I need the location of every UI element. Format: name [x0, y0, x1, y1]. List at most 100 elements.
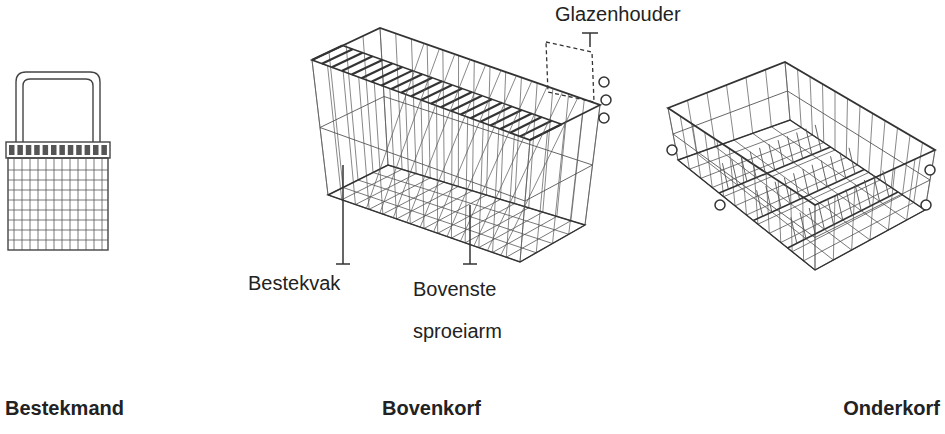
basket-wire — [8, 200, 108, 201]
basket-wire — [8, 190, 108, 191]
basket-body — [8, 158, 108, 250]
part-label: Bovenste sproeiarm — [413, 268, 543, 352]
basket-title: Bovenkorf — [382, 397, 481, 420]
basket-wire — [30, 158, 31, 250]
basket-wire — [54, 158, 55, 250]
basket-wire — [821, 161, 827, 187]
basket-wire — [8, 210, 108, 211]
basket-wire — [474, 87, 547, 246]
basket-wire — [800, 213, 806, 239]
basket-wire — [312, 46, 343, 60]
basket-wire — [831, 156, 837, 182]
cutlery-basket — [6, 72, 110, 250]
basket-wire — [434, 70, 501, 232]
basket-wire — [102, 158, 103, 250]
basket-wire — [343, 46, 562, 125]
basket-wire — [86, 158, 87, 250]
basket-wire — [322, 49, 353, 63]
basket-wire — [778, 140, 784, 166]
basket-wire — [8, 170, 108, 171]
basket-wire — [447, 76, 516, 237]
wheel — [599, 113, 609, 123]
basket-title: Onderkorf — [843, 397, 940, 420]
basket-wire — [791, 217, 797, 243]
basket-wire — [741, 156, 747, 182]
basket-wire — [818, 203, 824, 229]
basket-wire — [461, 99, 492, 114]
basket-wire — [70, 158, 71, 250]
basket-wire — [401, 78, 432, 93]
leader-line — [589, 33, 591, 47]
basket-wire — [883, 171, 889, 197]
basket-wire — [362, 63, 393, 78]
part-label: Bestekvak — [248, 272, 340, 295]
basket-cell — [59, 145, 65, 155]
basket-frame — [312, 28, 600, 140]
basket-cell — [76, 145, 82, 155]
basket-frame — [328, 165, 585, 262]
basket-wire — [94, 158, 95, 250]
basket-wire — [864, 180, 870, 206]
basket-handle — [16, 72, 100, 142]
basket-wire — [732, 159, 738, 185]
basket-wire — [837, 194, 843, 220]
basket-wire — [812, 165, 818, 191]
wheel — [921, 200, 931, 210]
basket-wire — [384, 97, 593, 166]
basket-cell — [26, 145, 32, 155]
wheel — [601, 95, 611, 105]
basket-cell — [43, 145, 49, 155]
basket-wire — [809, 208, 815, 234]
glass-holder-outline — [546, 42, 594, 102]
basket-wire — [380, 49, 440, 213]
wheel — [667, 145, 677, 155]
basket-wire — [22, 158, 23, 250]
leader-lines — [336, 33, 598, 264]
basket-cell — [93, 145, 99, 155]
basket-cell — [9, 145, 15, 155]
basket-wire — [722, 163, 728, 189]
basket-wire — [371, 67, 402, 82]
leader-line — [342, 165, 344, 264]
basket-wire — [815, 180, 930, 238]
basket-wire — [358, 180, 553, 244]
wheel — [925, 165, 935, 175]
basket-wire — [775, 182, 781, 208]
basket-wire — [366, 43, 424, 208]
basket-handle — [23, 79, 93, 142]
basket-wire — [525, 165, 593, 201]
basket-cell — [17, 145, 23, 155]
basket-wire — [78, 158, 79, 250]
basket-wire — [855, 185, 861, 211]
basket-wire — [431, 89, 462, 104]
basket-title: Bestekmand — [5, 397, 124, 420]
basket-wire — [757, 190, 763, 216]
basket-wire — [8, 230, 108, 231]
basket-wire — [320, 97, 384, 128]
basket-frame — [678, 120, 925, 270]
leader-tick — [463, 263, 477, 265]
basket-wire — [46, 158, 47, 250]
basket-wire — [460, 81, 531, 241]
basket-wire — [784, 178, 790, 204]
basket-wire — [697, 153, 834, 260]
basket-wire — [62, 158, 63, 250]
basket-wire — [771, 127, 906, 220]
basket-wire — [828, 199, 834, 225]
basket-wire — [320, 128, 525, 202]
basket-wire — [352, 60, 383, 75]
basket-wire — [874, 175, 880, 201]
basket-wire — [332, 53, 363, 68]
basket-wire — [342, 56, 373, 71]
basket-wire — [760, 148, 766, 174]
rack-wheels — [599, 77, 935, 210]
basket-wire — [815, 125, 821, 151]
basket-cell — [51, 145, 57, 155]
basket-wire — [840, 152, 846, 178]
upper-rack — [312, 28, 600, 262]
basket-cell — [101, 145, 107, 155]
part-label: Glazenhouder — [555, 3, 681, 26]
basket-wire — [14, 158, 15, 250]
leader-line — [469, 205, 471, 264]
